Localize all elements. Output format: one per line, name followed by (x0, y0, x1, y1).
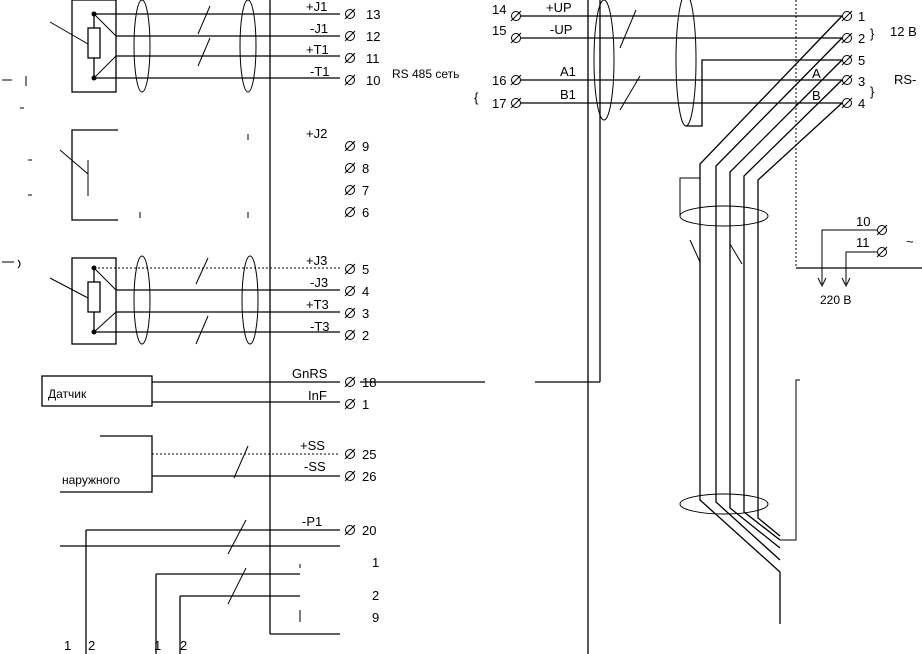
right-terminal-number: 15 (492, 23, 506, 38)
cable-bundle (679, 0, 922, 624)
terminal-signal-label: +T1 (306, 42, 329, 57)
far-right-number: 2 (858, 31, 865, 46)
terminal-signal-label: +J3 (306, 253, 327, 268)
terminal-number-label: 8 (362, 161, 369, 176)
power-brace: } (870, 26, 875, 41)
terminal-number-label: 10 (366, 73, 380, 88)
terminal-number-label: 4 (362, 284, 369, 299)
left-terminal-labels: +J1 13 -J1 12 +T1 11 -T1 10 +J2 9 8 7 6 … (292, 0, 380, 625)
terminal-number-label: 26 (362, 469, 376, 484)
right-terminal-signal: B1 (560, 87, 576, 102)
left-fragment-text: наружного (62, 473, 120, 487)
rs485-label: RS 485 сеть (392, 67, 459, 81)
terminal-signal-label: +SS (300, 438, 325, 453)
right-terminal-signal: +UP (546, 0, 572, 15)
supply-terminal-number: 10 (856, 214, 870, 229)
ss-block (60, 435, 340, 493)
terminal-number-label: 2 (372, 588, 379, 603)
terminal-number-label: 12 (366, 29, 380, 44)
left-terminal-circles (344, 8, 356, 536)
rs485-brace: { (474, 90, 479, 105)
rs-brace: } (870, 84, 875, 99)
terminal-signal-label: -T1 (310, 64, 330, 79)
right-terminal-number: 17 (492, 96, 506, 111)
supply-voltage-label: 220 В (820, 293, 851, 307)
rs-ground-block (41, 375, 600, 407)
left-edge-ticks (2, 76, 32, 269)
supply-terminals: 10 11 220 В ~ (817, 214, 914, 307)
terminal-signal-label: +T3 (306, 297, 329, 312)
terminal-number-label: 7 (362, 183, 369, 198)
terminal-signal-label: GnRS (292, 366, 328, 381)
far-right-letter: A (812, 66, 821, 81)
far-right-terminals: 1 2 5 3 4 A B } 12 В } RS- (812, 9, 917, 111)
far-right-number: 3 (858, 74, 865, 89)
terminal-signal-label: -T3 (310, 319, 330, 334)
sensor-block-2 (59, 129, 249, 221)
terminal-number-label: 6 (362, 205, 369, 220)
bottom-number: 1 (64, 638, 71, 653)
terminal-number-label: 9 (362, 139, 369, 154)
far-right-letter: B (812, 88, 821, 103)
bottom-numbers: 1 2 1 2 (64, 638, 187, 653)
terminal-signal-label: InF (308, 388, 327, 403)
sensor-block-1 (49, 0, 117, 93)
power-group-label: 12 В (890, 24, 917, 39)
p1-block (60, 519, 340, 654)
right-terminal-signal: -UP (550, 22, 572, 37)
right-terminal-wires (521, 0, 842, 127)
terminal-signal-label: -J1 (310, 21, 328, 36)
terminal-signal-label: -P1 (302, 514, 322, 529)
block1-wires (94, 0, 340, 93)
terminal-number-label: 3 (362, 306, 369, 321)
bottom-number: 2 (88, 638, 95, 653)
right-terminal-labels: 14 +UP 15 -UP 16 A1 17 B1 (492, 0, 576, 111)
terminal-number-label: 20 (362, 523, 376, 538)
terminal-number-label: 18 (362, 375, 376, 390)
bottom-number: 2 (180, 638, 187, 653)
block3-wires (94, 255, 340, 345)
tilde-mark: ~ (906, 234, 914, 249)
terminal-signal-label: -SS (304, 459, 326, 474)
far-right-number: 1 (858, 9, 865, 24)
far-right-number: 4 (858, 96, 865, 111)
terminal-signal-label: +J2 (306, 126, 327, 141)
rs-group-label: RS- (894, 72, 916, 87)
sensor-block-text: Датчик (48, 387, 87, 401)
far-right-number: 5 (858, 53, 865, 68)
terminal-number-label: 1 (372, 555, 379, 570)
sensor-block-3 (49, 257, 117, 345)
supply-terminal-number: 11 (856, 235, 870, 250)
terminal-number-label: 1 (362, 397, 369, 412)
terminal-number-label: 11 (366, 51, 380, 66)
terminal-signal-label: -J3 (310, 275, 328, 290)
terminal-signal-label: +J1 (306, 0, 327, 14)
right-terminal-circles (510, 10, 522, 109)
terminal-number-label: 13 (366, 7, 380, 22)
bottom-number: 1 (154, 638, 161, 653)
terminal-number-label: 2 (362, 328, 369, 343)
right-terminal-number: 14 (492, 2, 506, 17)
terminal-number-label: 25 (362, 447, 376, 462)
right-terminal-number: 16 (492, 73, 506, 88)
terminal-number-label: 5 (362, 262, 369, 277)
vertical-bus (269, 0, 601, 654)
right-terminal-signal: A1 (560, 64, 576, 79)
terminal-number-label: 9 (372, 610, 379, 625)
